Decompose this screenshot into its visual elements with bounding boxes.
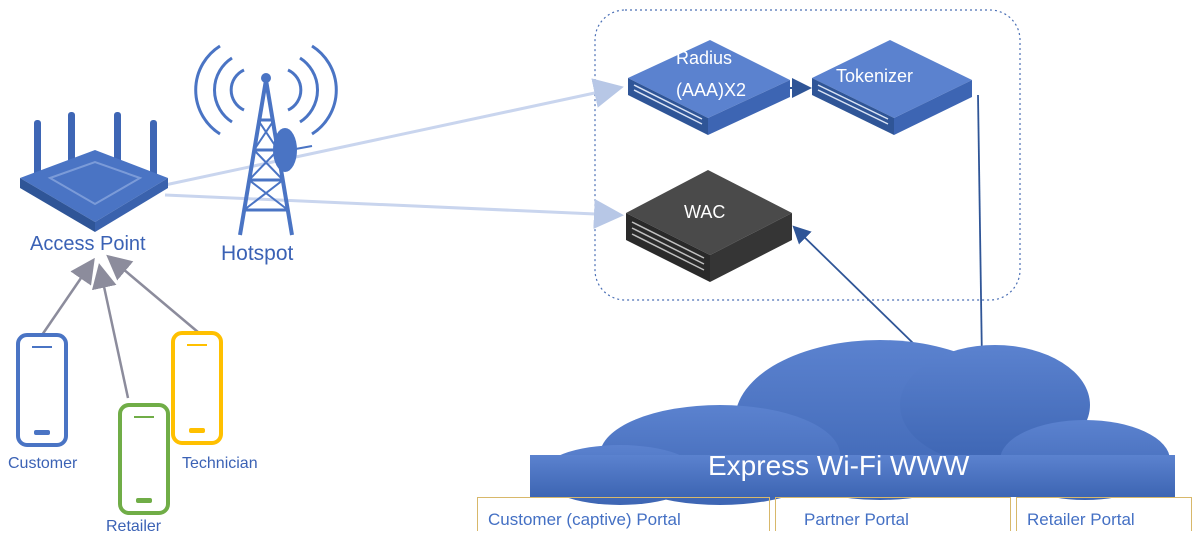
technician-phone-icon <box>171 331 223 445</box>
arrow-customer <box>40 257 95 336</box>
cloud-title: Express Wi-Fi WWW <box>708 450 970 481</box>
technician-label: Technician <box>182 455 258 472</box>
retailer-phone-icon <box>118 403 170 515</box>
hotspot-label: Hotspot <box>221 242 294 265</box>
retailer-label: Retailer <box>106 518 162 535</box>
customer-phone-icon <box>16 333 68 447</box>
arrow-retailer <box>91 263 130 399</box>
customer-label: Customer <box>8 455 78 472</box>
link-cloud-wac <box>792 225 916 346</box>
access-point-label: Access Point <box>30 233 146 255</box>
tower-icon <box>194 44 338 236</box>
wac-server-icon <box>626 170 792 282</box>
radius-label-line1: Radius <box>676 48 733 68</box>
server-group-box <box>594 9 1021 301</box>
tokenizer-server-icon <box>812 40 972 135</box>
link-ap-radius <box>164 78 624 187</box>
radius-label-line2: (AAA)X2 <box>676 80 747 100</box>
link-tokenizer-cloud <box>972 94 991 367</box>
tokenizer-label: Tokenizer <box>836 66 914 86</box>
radius-server-icon <box>628 40 790 135</box>
cloud-icon <box>530 340 1175 505</box>
customer-portal-tab[interactable]: Customer (captive) Portal <box>477 497 770 531</box>
retailer-portal-tab[interactable]: Retailer Portal <box>1016 497 1192 531</box>
router-icon <box>20 112 168 232</box>
partner-portal-tab[interactable]: Partner Portal <box>775 497 1011 531</box>
arrow-technician <box>106 254 206 339</box>
wac-label: WAC <box>684 202 726 222</box>
link-ap-wac <box>164 193 624 229</box>
